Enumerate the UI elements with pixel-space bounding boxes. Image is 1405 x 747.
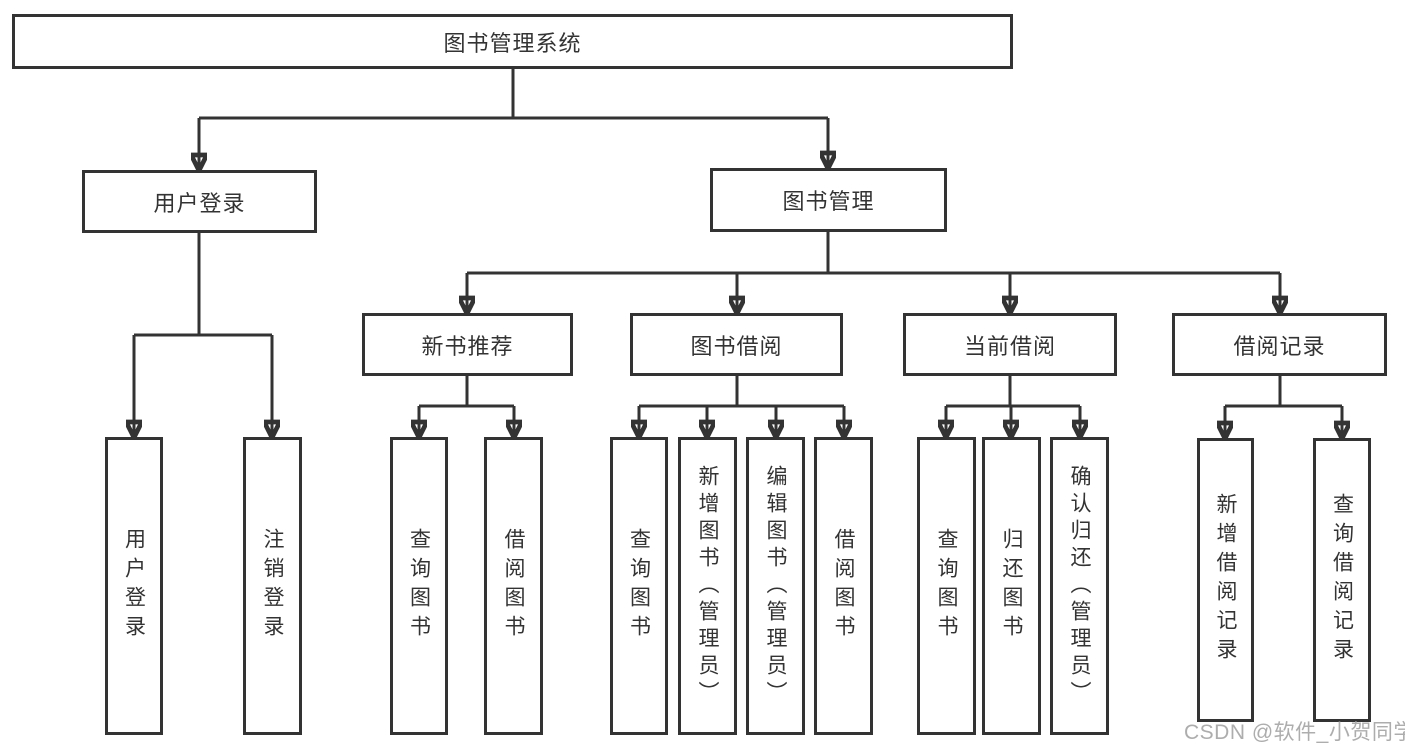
node-current-borrow-label: 当前借阅: [963, 333, 1056, 359]
leaf-rec-borrow-book-label: 借阅图书: [502, 528, 525, 644]
leaf-cb-confirm-return-admin: 确认归还（管理员）: [1050, 437, 1109, 735]
leaf-rec-borrow-book: 借阅图书: [484, 437, 543, 735]
leaf-logout-login: 注销登录: [243, 437, 302, 735]
node-book-borrow: 图书借阅: [630, 313, 843, 376]
node-user-login: 用户登录: [82, 170, 317, 233]
node-book-borrow-label: 图书借阅: [690, 333, 783, 359]
node-book-mgmt: 图书管理: [710, 168, 947, 232]
node-current-borrow: 当前借阅: [903, 313, 1117, 376]
leaf-br-add-record: 新增借阅记录: [1197, 438, 1254, 722]
leaf-bb-query-book-label: 查询图书: [627, 528, 651, 644]
leaf-cb-query-book-label: 查询图书: [935, 528, 958, 644]
node-user-login-label: 用户登录: [153, 190, 246, 216]
node-root-label: 图书管理系统: [443, 30, 582, 56]
leaf-br-add-record-label: 新增借阅记录: [1214, 493, 1237, 667]
leaf-logout-login-label: 注销登录: [261, 528, 284, 644]
leaf-user-login-label: 用户登录: [122, 528, 146, 644]
csdn-watermark: CSDN @软件_小贺同学: [1184, 721, 1405, 744]
leaf-br-query-record: 查询借阅记录: [1313, 438, 1371, 722]
leaf-rec-query-book: 查询图书: [390, 437, 448, 735]
leaf-bb-add-book-admin-label: 新增图书（管理员）: [696, 464, 719, 708]
leaf-bb-edit-book-admin-label: 编辑图书（管理员）: [764, 464, 787, 708]
node-new-book-rec: 新书推荐: [362, 313, 573, 376]
leaf-user-login: 用户登录: [105, 437, 163, 735]
leaf-br-query-record-label: 查询借阅记录: [1330, 493, 1354, 667]
leaf-cb-query-book: 查询图书: [917, 437, 976, 735]
leaf-bb-add-book-admin: 新增图书（管理员）: [678, 437, 737, 735]
node-borrow-record-label: 借阅记录: [1233, 333, 1326, 359]
node-new-book-rec-label: 新书推荐: [421, 333, 514, 359]
leaf-cb-return-book-label: 归还图书: [1000, 528, 1023, 644]
leaf-bb-borrow-book-label: 借阅图书: [832, 528, 855, 644]
node-root: 图书管理系统: [12, 14, 1013, 69]
leaf-bb-borrow-book: 借阅图书: [814, 437, 873, 735]
leaf-bb-edit-book-admin: 编辑图书（管理员）: [746, 437, 805, 735]
node-book-mgmt-label: 图书管理: [782, 189, 875, 214]
leaf-rec-query-book-label: 查询图书: [407, 528, 431, 644]
leaf-cb-confirm-return-admin-label: 确认归还（管理员）: [1068, 464, 1091, 708]
leaf-bb-query-book: 查询图书: [610, 437, 668, 735]
leaf-cb-return-book: 归还图书: [982, 437, 1041, 735]
node-borrow-record: 借阅记录: [1172, 313, 1387, 376]
